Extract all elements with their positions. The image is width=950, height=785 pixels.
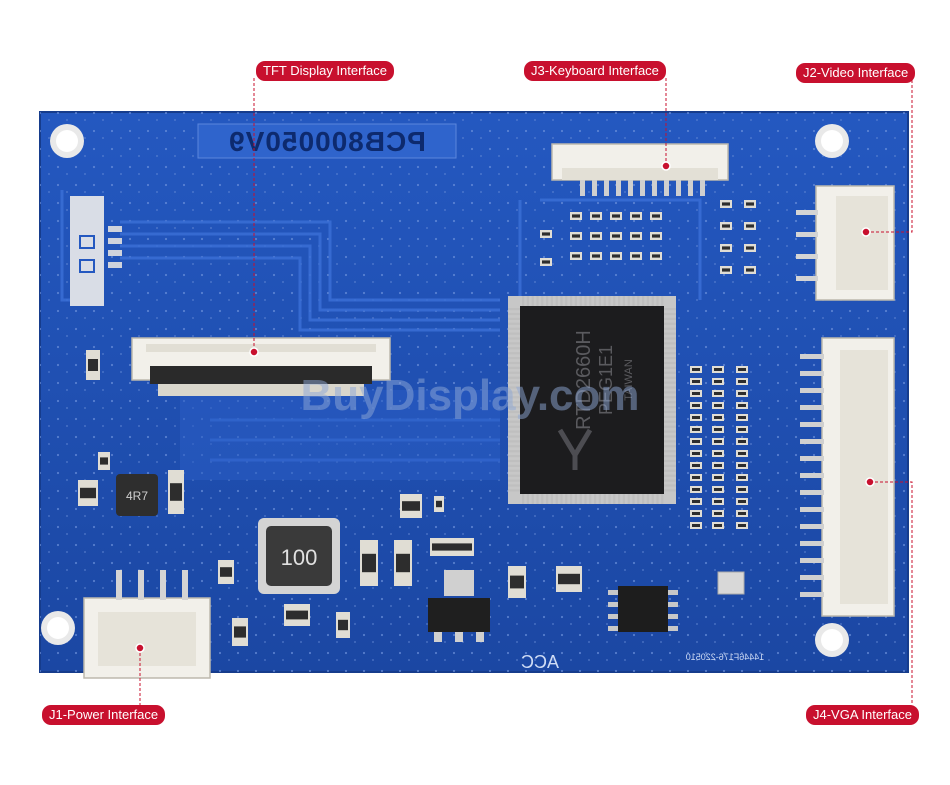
j4-vga-connector	[800, 337, 895, 617]
tft-fpc-connector	[131, 337, 391, 396]
part-number-label: PCB800050V9	[228, 126, 426, 157]
inductor-value: 100	[281, 545, 318, 570]
callout-j4-vga: J4-VGA Interface	[806, 705, 919, 725]
callout-point-icon	[661, 161, 671, 171]
callout-point-icon	[861, 227, 871, 237]
j3-keyboard-connector	[551, 143, 729, 196]
voltage-regulator	[428, 570, 490, 642]
eeprom-chip	[618, 586, 668, 632]
callout-j3-keyboard: J3-Keyboard Interface	[524, 61, 666, 81]
callout-point-icon	[865, 477, 875, 487]
crystal	[717, 571, 745, 595]
callout-j2-video: J2-Video Interface	[796, 63, 916, 83]
power-inductor: 100	[258, 518, 340, 594]
chip-label-3: TAIWAN	[623, 359, 635, 401]
silk-acc: ACC	[521, 652, 559, 672]
mounting-hole-icon	[815, 124, 849, 158]
chip-pins	[508, 296, 676, 504]
small-inductor-value: 4R7	[126, 489, 148, 503]
smd-components	[78, 200, 756, 646]
callout-point-icon	[135, 643, 145, 653]
callout-tft-display: TFT Display Interface	[256, 61, 395, 81]
mounting-hole-icon	[50, 124, 84, 158]
j2-video-connector	[796, 185, 895, 301]
watermark: BuyDisplay.com	[300, 371, 639, 420]
callout-j1-power: J1-Power Interface	[42, 705, 166, 725]
mounting-hole-icon	[41, 611, 75, 645]
j1-power-connector	[83, 570, 211, 679]
main-chip: RTD2660H PEG1E1 TAIWAN	[508, 296, 676, 504]
silk-code: 14446F176-220510	[686, 652, 765, 662]
callout-point-icon	[249, 347, 259, 357]
chip-label-2: PEG1E1	[596, 345, 616, 415]
small-inductor: 4R7	[116, 474, 158, 516]
chip-label-1: RTD2660H	[573, 330, 595, 430]
mounting-hole-icon	[815, 623, 849, 657]
